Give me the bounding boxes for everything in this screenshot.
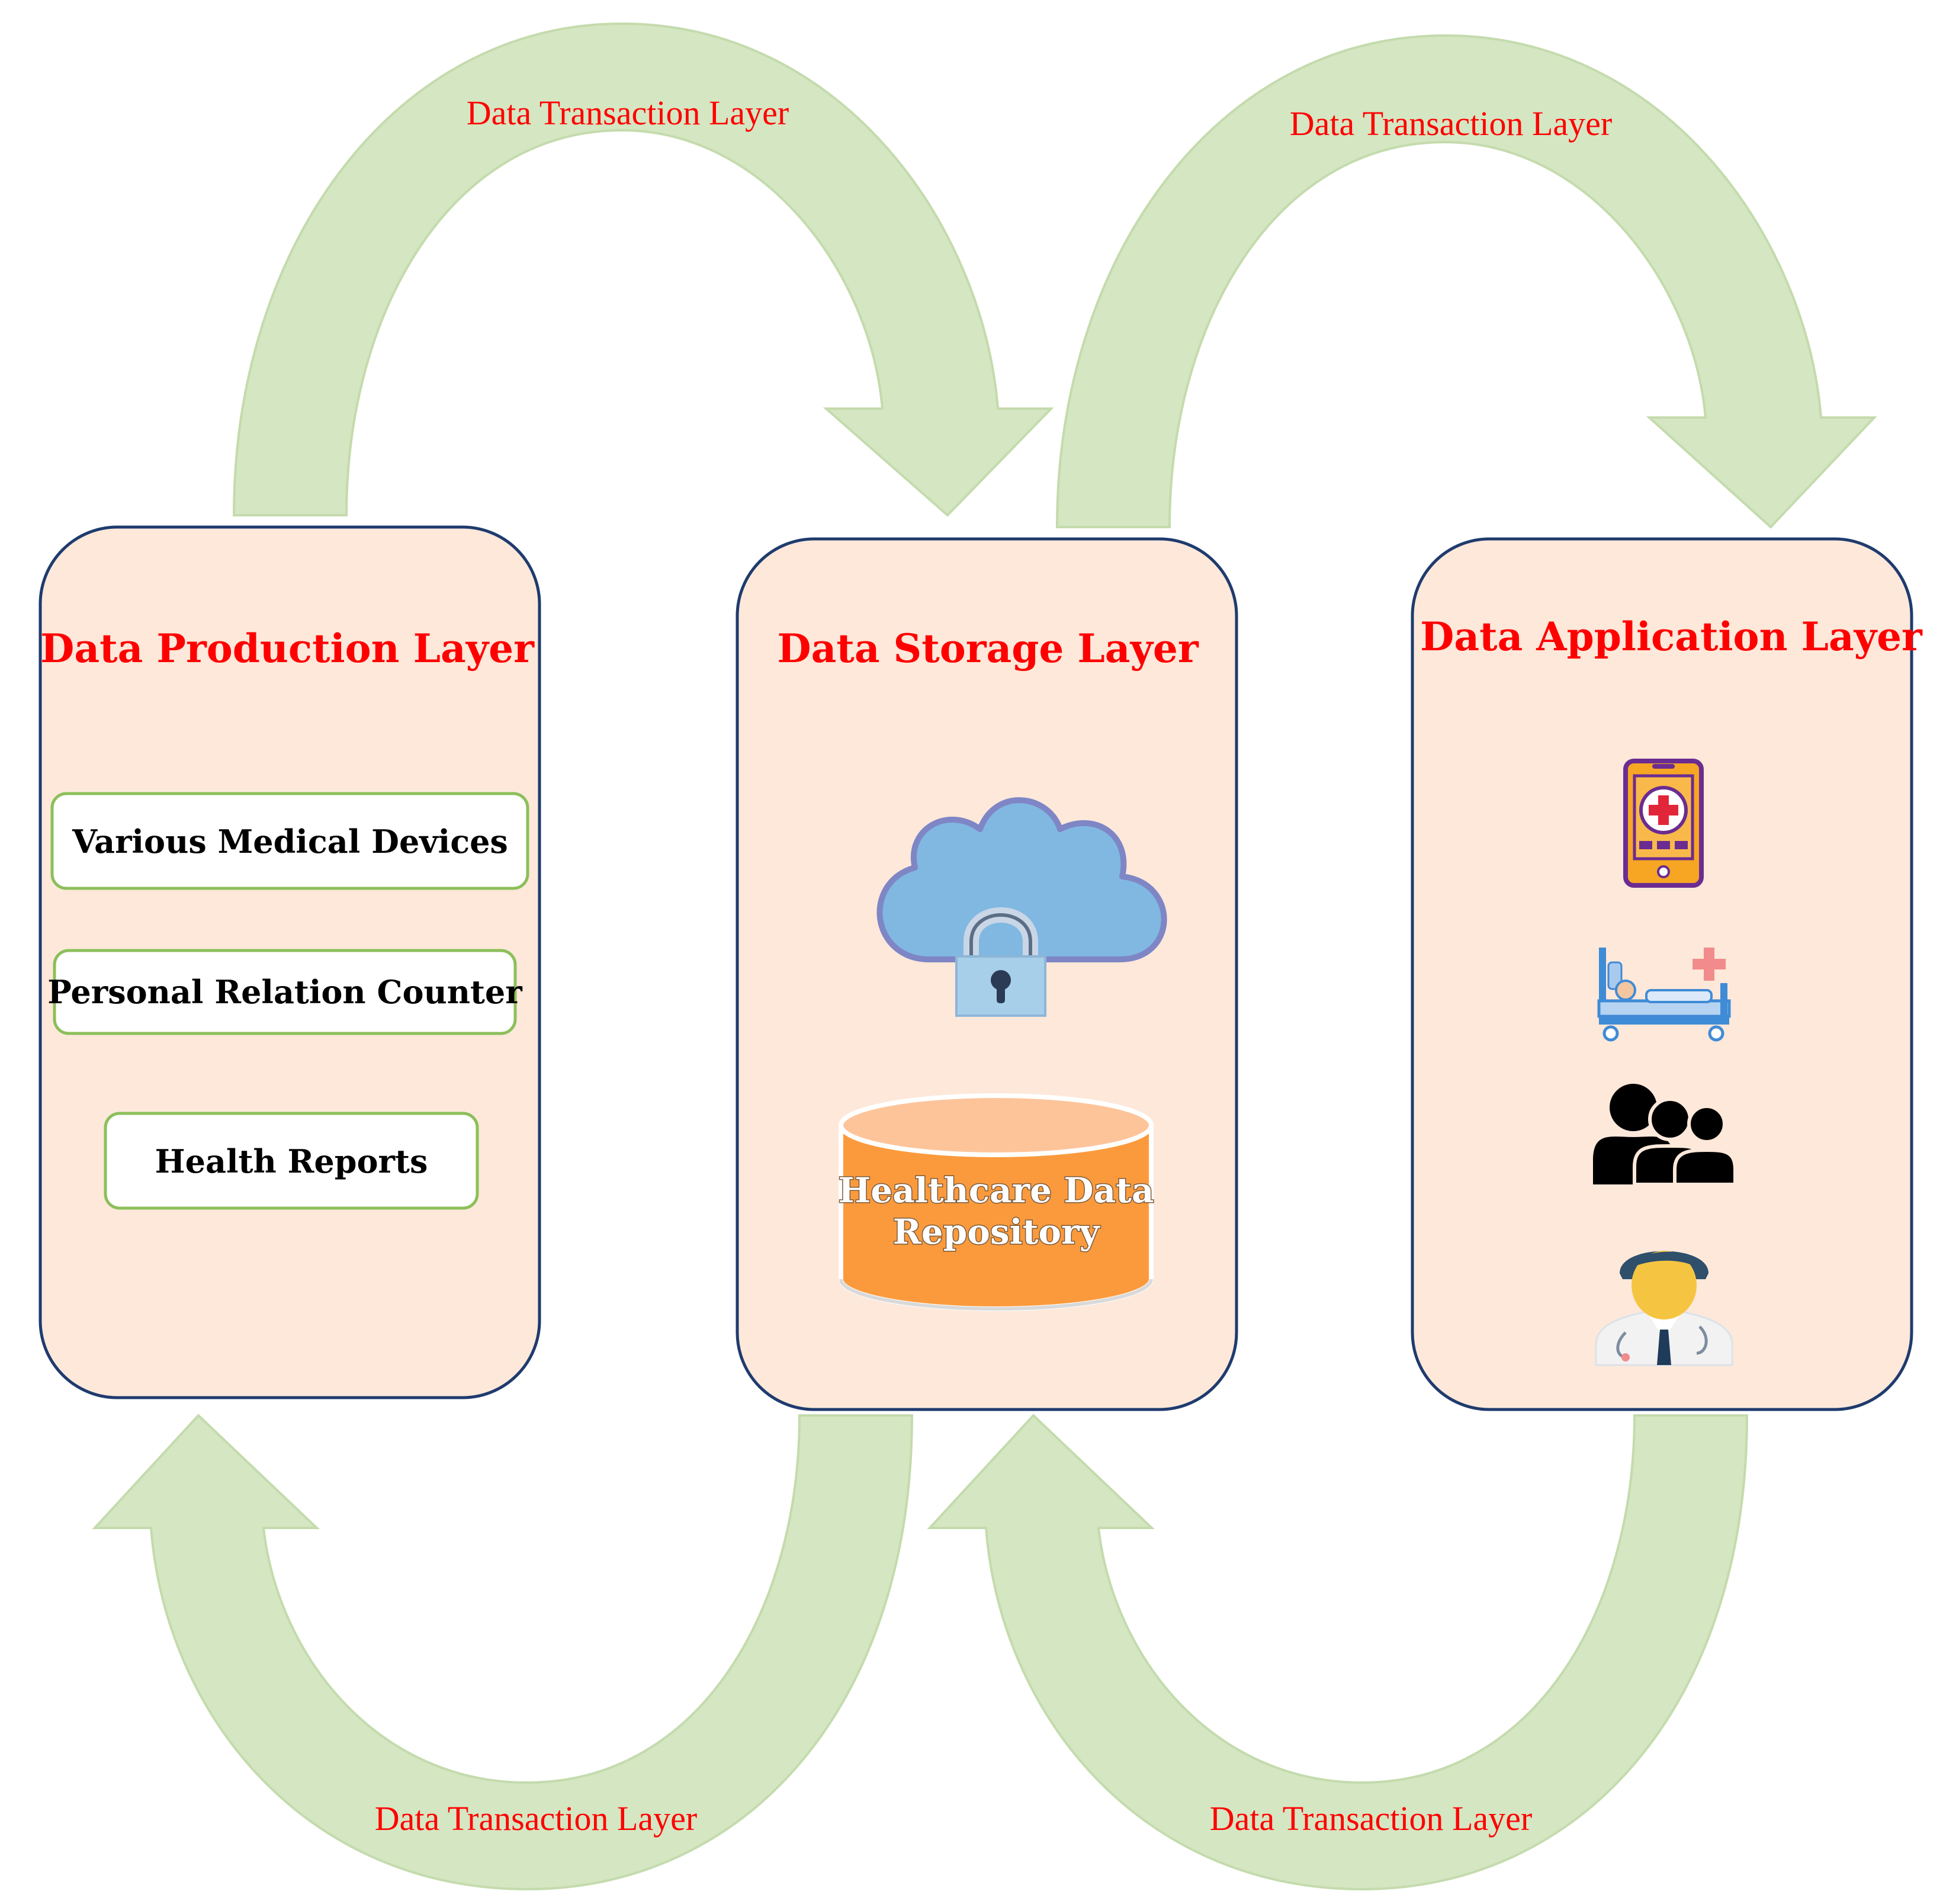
- production-item-label-3: Health Reports: [155, 1142, 428, 1180]
- arrow-bottom-right: Data Transaction Layer: [927, 1414, 1749, 1891]
- storage-layer-panel: Data Storage Layer Healthcare Data Repos…: [736, 537, 1238, 1411]
- hospital-bed-icon: [1597, 948, 1731, 1042]
- arrow-top-right-shape: [1055, 34, 1877, 529]
- arrow-bottom-left-shape: [92, 1414, 914, 1891]
- arrow-bottom-left-label: Data Transaction Layer: [375, 1799, 697, 1838]
- production-item-box-1: [50, 792, 529, 890]
- production-item-box-3: [104, 1112, 479, 1210]
- application-layer-title: Data Application Layer: [1420, 614, 1923, 660]
- cloud-lock-icon: [876, 797, 1167, 1017]
- production-item-box-2: [53, 949, 517, 1035]
- application-layer-panel: Data Application Layer: [1411, 537, 1923, 1411]
- people-group-icon: [1593, 1084, 1737, 1186]
- production-item-label-2: Personal Relation Counter: [47, 973, 522, 1011]
- production-layer-title: Data Production Layer: [40, 625, 535, 672]
- arrow-top-right: Data Transaction Layer: [1055, 34, 1877, 529]
- arrow-top-left-label: Data Transaction Layer: [467, 94, 789, 132]
- arrow-bottom-left: Data Transaction Layer: [92, 1414, 914, 1891]
- production-item-label-1: Various Medical Devices: [72, 823, 508, 861]
- repository-label-line1: Healthcare Data: [838, 1170, 1154, 1211]
- arrow-bottom-right-label: Data Transaction Layer: [1210, 1799, 1532, 1838]
- arrow-bottom-right-shape: [927, 1414, 1749, 1891]
- production-layer-panel: Data Production Layer Various Medical De…: [38, 525, 541, 1399]
- application-layer-box: [1411, 537, 1913, 1411]
- storage-layer-title: Data Storage Layer: [777, 625, 1199, 672]
- doctor-icon: [1595, 1251, 1733, 1366]
- arrow-top-left-shape: [232, 22, 1054, 517]
- arrow-top-left: Data Transaction Layer: [232, 22, 1054, 517]
- mobile-health-app-icon: [1623, 759, 1704, 888]
- repository-label-line2: Repository: [893, 1212, 1101, 1252]
- arrow-top-right-label: Data Transaction Layer: [1290, 104, 1612, 143]
- database-cylinder-icon: [839, 1093, 1154, 1311]
